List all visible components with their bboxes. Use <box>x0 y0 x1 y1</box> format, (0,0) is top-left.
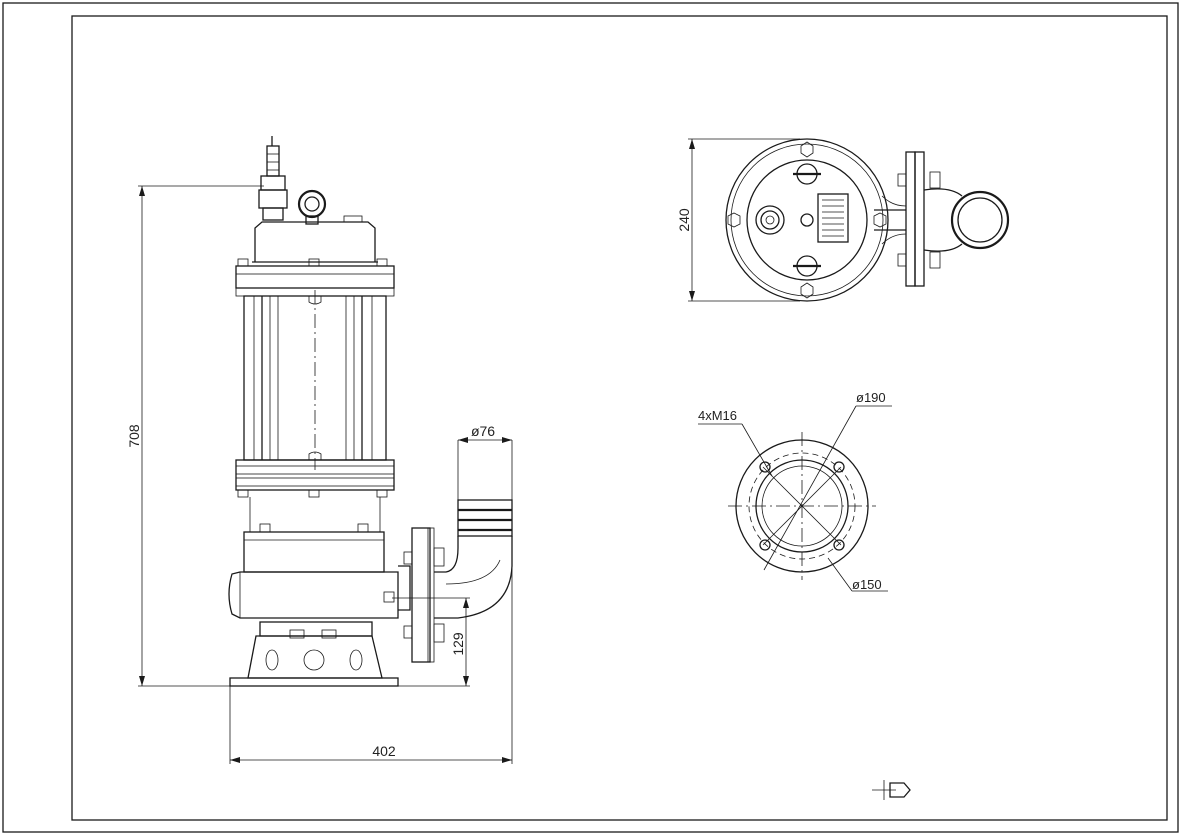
top-view-depth-label: 240 <box>676 208 692 232</box>
upper-motor-flange <box>235 265 395 289</box>
top-view-outlet-pipe <box>950 190 1010 250</box>
outlet-diameter-label: ø76 <box>471 423 495 439</box>
top-view-cable-gland <box>755 205 785 235</box>
flange-bolt-holes <box>759 461 845 551</box>
flange-bolts-label: 4xM16 <box>698 408 737 423</box>
discharge-elbow <box>434 536 513 619</box>
nameplate <box>817 193 849 243</box>
hose-tail <box>457 440 513 537</box>
outlet-height-label: 129 <box>450 632 466 656</box>
overall-width-label: 402 <box>372 743 396 759</box>
top-view-lifting-lugs <box>793 163 821 277</box>
cable-gland <box>258 136 288 221</box>
seal-chamber <box>243 531 385 573</box>
flange-view: 4xM16 ø190 ø150 <box>698 390 892 592</box>
top-view-dimensions: 240 <box>676 138 800 302</box>
projection-symbol <box>872 780 911 800</box>
motor-top-cover <box>254 221 376 262</box>
top-view-outlet-flange <box>897 151 941 287</box>
outlet-flange <box>403 527 445 663</box>
top-view <box>725 138 1010 302</box>
pump-volute <box>228 571 399 619</box>
overall-height-label: 708 <box>126 424 142 448</box>
front-view <box>228 136 513 687</box>
flange-outer-diameter-label: ø190 <box>856 390 886 405</box>
inner-border <box>71 15 1168 821</box>
motor-body <box>243 290 387 470</box>
flange-bolt-circle-label: ø150 <box>852 577 882 592</box>
front-view-dimensions: 708 402 129 ø76 <box>126 185 513 764</box>
pump-base-stand <box>229 621 399 687</box>
lifting-eye <box>297 189 327 225</box>
